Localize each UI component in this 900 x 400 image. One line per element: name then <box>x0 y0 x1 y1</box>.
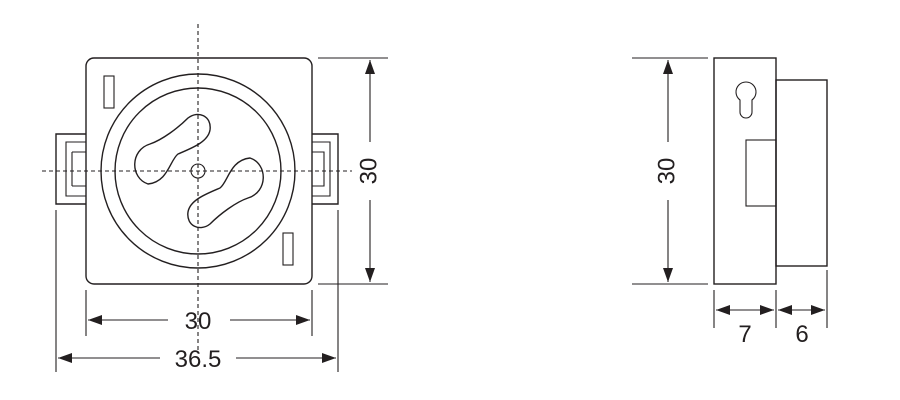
right-mounting-clip <box>312 133 339 205</box>
top-left-slot-mark <box>103 75 115 109</box>
side-plate-slot <box>745 139 777 207</box>
front-inner-width-dimension: 30 <box>85 290 313 336</box>
bottom-right-slot-mark <box>282 232 294 266</box>
side-depth-a-value: 7 <box>738 321 751 348</box>
front-height-dimension: 30 <box>318 57 388 285</box>
front-inner-width-value: 30 <box>185 308 212 335</box>
side-height-dimension: 30 <box>632 57 708 285</box>
side-depth-b-value: 6 <box>795 321 808 348</box>
side-view: 30 7 6 <box>632 57 828 348</box>
front-height-value: 30 <box>355 158 382 185</box>
side-depth-dimensions: 7 6 <box>713 270 828 348</box>
side-height-value: 30 <box>653 158 680 185</box>
keyhole-icon <box>735 81 757 119</box>
front-outer-width-value: 36.5 <box>175 346 222 373</box>
front-view: 30 30 36.5 <box>42 24 388 373</box>
left-mounting-clip <box>55 133 86 205</box>
lower-contact-slot <box>187 157 264 229</box>
front-outer-width-dimension: 36.5 <box>55 210 339 373</box>
side-rear-body <box>775 79 828 267</box>
side-front-plate <box>713 57 777 285</box>
upper-contact-slot <box>134 113 211 185</box>
